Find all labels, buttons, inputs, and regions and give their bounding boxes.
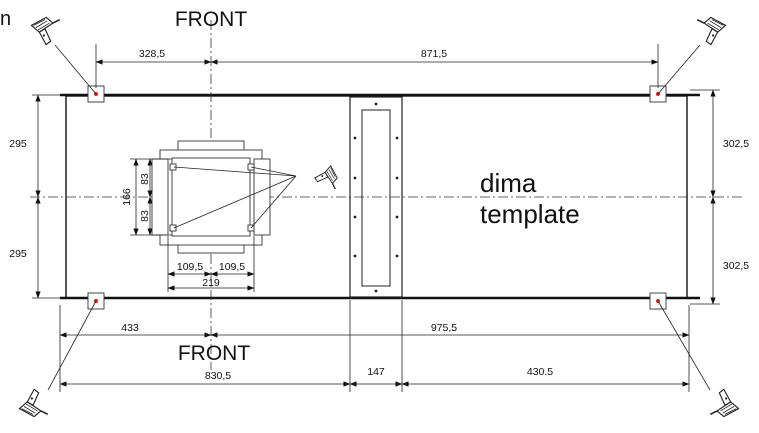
dim-box-height: 166: [121, 188, 133, 206]
dim-bottom-right: 975,5: [431, 322, 457, 334]
dim-left-lower: 295: [9, 248, 27, 260]
dim-top-right: 871,5: [421, 48, 447, 60]
front-bottom-label: FRONT: [178, 342, 250, 365]
box-vertical-dimensions: [130, 158, 172, 236]
drill-icon: [30, 16, 61, 46]
dim-center-width: 147: [367, 366, 385, 378]
dim-right-lower: 302,5: [723, 260, 749, 272]
dim-box-left: 109,5: [177, 261, 203, 273]
drill-icon: [709, 388, 740, 418]
leader-top-right: [657, 44, 701, 95]
leader-bottom-left: [47, 300, 97, 391]
dim-left-upper: 295: [9, 138, 27, 150]
dim-box-upper: 83: [139, 173, 151, 185]
dim-bottom-left: 433: [121, 322, 139, 334]
box-horizontal-dimensions: [167, 236, 255, 292]
left-dimension: [32, 94, 62, 299]
mounting-box: [151, 140, 297, 254]
leader-top-left: [54, 44, 97, 95]
leader-bottom-right: [657, 300, 711, 391]
dim-box-right: 109,5: [219, 261, 245, 273]
template-title-line1: dima: [480, 168, 537, 198]
template-title-line2: template: [480, 199, 580, 229]
dim-overall-left: 830,5: [205, 370, 231, 382]
front-top-label: FRONT: [175, 8, 247, 31]
top-dimension: [95, 44, 659, 88]
dim-top-left: 328,5: [139, 48, 165, 60]
right-dimension: [690, 89, 720, 305]
dim-box-lower: 83: [139, 210, 151, 222]
dim-right-upper: 302,5: [723, 138, 749, 150]
drill-icon: [696, 16, 727, 46]
drill-icon: [18, 388, 49, 418]
corner-text: n: [0, 8, 11, 30]
bottom-dimension: [59, 305, 690, 392]
dim-overall-right: 430.5: [527, 366, 553, 378]
dim-box-width: 219: [202, 277, 220, 289]
overall-bottom-dimension: [59, 300, 690, 392]
